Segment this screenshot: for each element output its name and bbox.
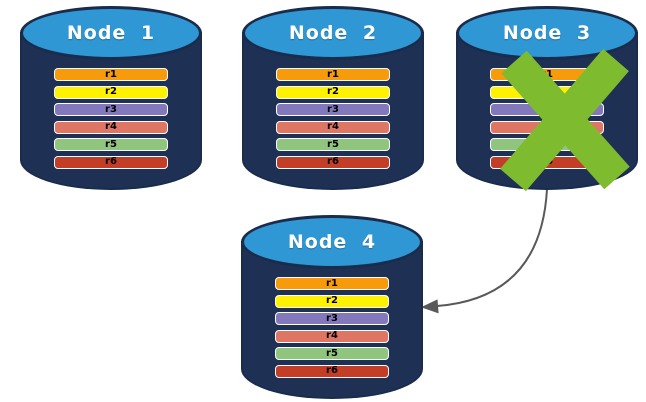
row-r5: r5 bbox=[54, 138, 168, 151]
row-stack: r1 r2 r3 r4 r5 r6 bbox=[54, 68, 168, 169]
row-r1: r1 bbox=[275, 277, 389, 290]
row-r6: r6 bbox=[275, 364, 389, 378]
row-r2: r2 bbox=[275, 294, 389, 308]
cylinder-top: Node 4 bbox=[241, 215, 423, 269]
row-r5: r5 bbox=[275, 347, 389, 360]
row-r4: r4 bbox=[54, 120, 168, 134]
row-stack: r1 r2 r3 r4 r5 r6 bbox=[276, 68, 390, 169]
node-title: Node 1 bbox=[66, 22, 156, 44]
node-title: Node 2 bbox=[288, 22, 378, 44]
row-r2: r2 bbox=[54, 85, 168, 99]
row-r2: r2 bbox=[276, 85, 390, 99]
node-3: Node 3 r1 r2 r3 r4 r5 r6 bbox=[456, 6, 638, 192]
row-r3: r3 bbox=[54, 103, 168, 116]
node-1: Node 1 r1 r2 r3 r4 r5 r6 bbox=[20, 6, 202, 190]
row-r1: r1 bbox=[54, 68, 168, 81]
row-r1: r1 bbox=[276, 68, 390, 81]
row-stack: r1 r2 r3 r4 r5 r6 bbox=[275, 277, 389, 378]
node-title: Node 4 bbox=[287, 231, 377, 253]
arrow-curve bbox=[436, 188, 548, 307]
cylinder-top: Node 1 bbox=[20, 6, 202, 60]
node-4: Node 4 r1 r2 r3 r4 r5 r6 bbox=[241, 215, 423, 399]
node-2: Node 2 r1 r2 r3 r4 r5 r6 bbox=[242, 6, 424, 190]
cylinder-top: Node 3 bbox=[456, 6, 638, 60]
arrow-head-icon bbox=[421, 299, 439, 314]
row-r3: r3 bbox=[275, 312, 389, 325]
cylinder-top: Node 2 bbox=[242, 6, 424, 60]
row-r5: r5 bbox=[276, 138, 390, 151]
row-r6: r6 bbox=[276, 155, 390, 169]
row-r4: r4 bbox=[275, 329, 389, 343]
node-title: Node 3 bbox=[502, 22, 592, 44]
row-r3: r3 bbox=[276, 103, 390, 116]
failure-x-icon bbox=[500, 48, 630, 192]
row-r4: r4 bbox=[276, 120, 390, 134]
row-r6: r6 bbox=[54, 155, 168, 169]
